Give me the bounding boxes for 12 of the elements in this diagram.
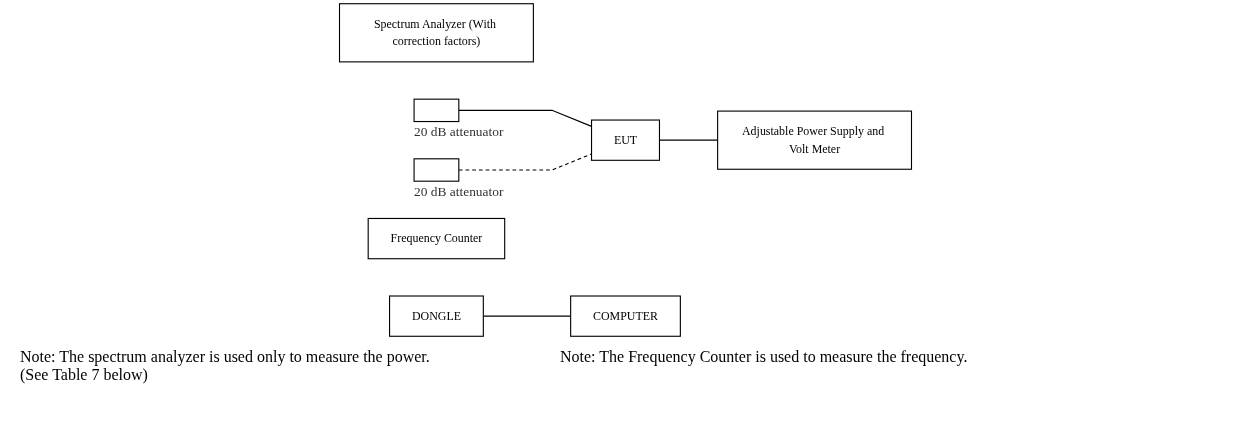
note-text: Note: The Frequency Counter is used to measure the frequency. xyxy=(560,348,968,368)
node-box: Spectrum Analyzer (With correction factors) xyxy=(338,3,534,63)
node-box xyxy=(413,158,460,182)
node-box: Frequency Counter xyxy=(367,217,506,260)
node-box: EUT xyxy=(590,119,661,161)
note-text: Note: The spectrum analyzer is used only to measure the power. (See Table 7 below) xyxy=(20,348,431,384)
attenuator-label: 20 dB attenuator xyxy=(414,184,504,200)
node-box: COMPUTER xyxy=(570,295,681,337)
attenuator-label: 20 dB attenuator xyxy=(414,124,504,140)
node-box xyxy=(413,98,460,123)
node-box: Adjustable Power Supply and Volt Meter xyxy=(717,110,913,170)
node-box: DONGLE xyxy=(389,295,484,337)
